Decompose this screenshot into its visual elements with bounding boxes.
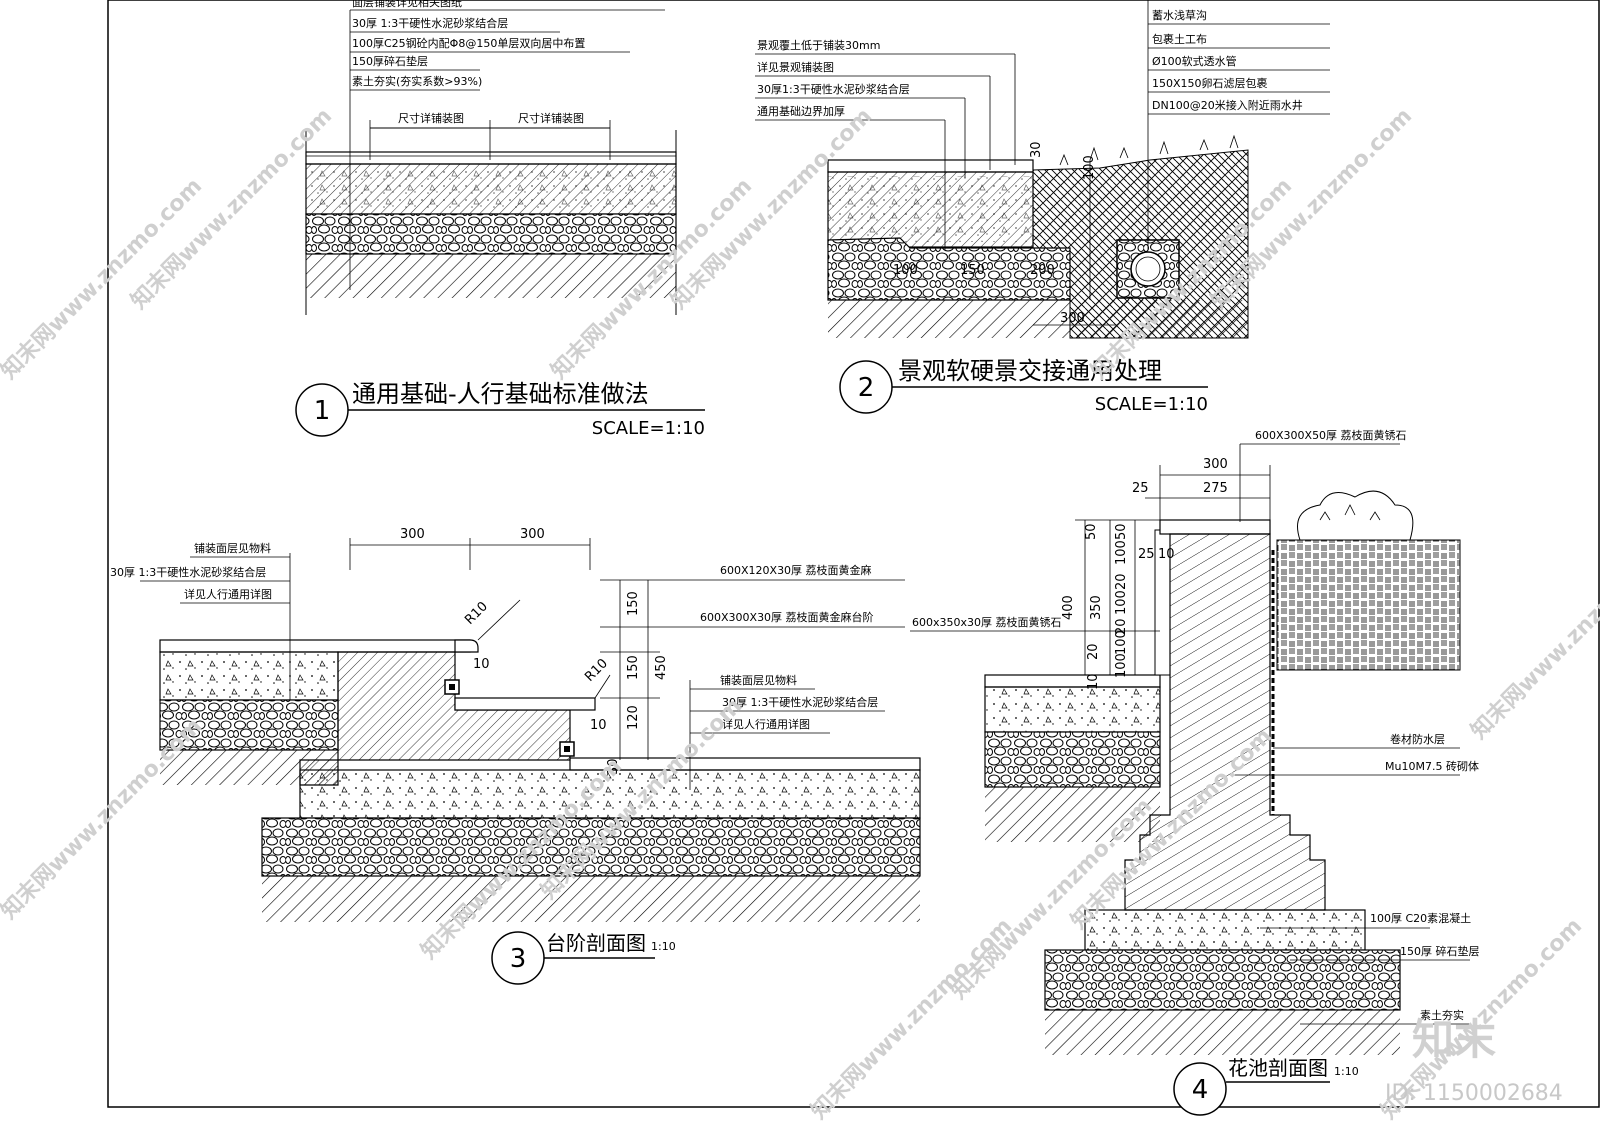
detail-2-section — [755, 0, 1330, 339]
d1-label-1: 30厚 1:3干硬性水泥砂浆结合层 — [352, 16, 508, 30]
d3-label-right-2: 详见人行通用详图 — [722, 717, 810, 731]
d3-label-right-0: 铺装面层见物料 — [720, 673, 797, 687]
d4-label-2: 卷材防水层 — [1390, 732, 1445, 746]
d4-dim-16: 10 — [1158, 547, 1175, 562]
watermark-brand: 知末 — [1412, 1015, 1496, 1064]
d3-label-right-1: 30厚 1:3干硬性水泥砂浆结合层 — [722, 695, 878, 709]
d1-label-0: 面层铺装详见相关图纸 — [352, 0, 462, 9]
d1-label-4: 素土夯实(夯实系数>93%) — [352, 74, 482, 88]
d4-dim-3: 50 — [1084, 523, 1099, 540]
d2-title: 景观软硬景交接通用处理 — [898, 357, 1162, 385]
d1-dim-0: 尺寸详铺装图 — [398, 111, 464, 125]
watermark-id: ID: 1150002684 — [1385, 1081, 1563, 1106]
d4-scale: 1:10 — [1334, 1065, 1359, 1078]
d4-dim-10: 20 — [1114, 618, 1129, 635]
d2-dim-1: 300 — [1060, 311, 1085, 326]
d2-label-left-3: 通用基础边界加厚 — [757, 105, 845, 118]
d1-title: 通用基础-人行基础标准做法 — [352, 380, 649, 408]
d1-number: 1 — [314, 396, 331, 426]
d4-dim-6: 50 — [1114, 523, 1129, 540]
d4-dim-2: 275 — [1203, 481, 1228, 496]
d2-dim-4: 200 — [1030, 263, 1055, 278]
d1-label-3: 150厚碎石垫层 — [352, 54, 428, 68]
detail-4-section — [910, 443, 1470, 1055]
d1-scale: SCALE=1:10 — [592, 418, 705, 439]
d3-dim-8: 10 — [473, 657, 490, 672]
d4-label-0: 600X300X50厚 荔枝面黄锈石 — [1255, 428, 1407, 442]
d4-dim-13: 100 — [1114, 653, 1129, 678]
d2-dim-2: 100 — [893, 263, 918, 278]
d2-label-left-2: 30厚1:3干硬性水泥砂浆结合层 — [757, 82, 910, 96]
d3-label-left-2: 详见人行通用详图 — [184, 587, 272, 601]
d3-dim-0: 300 — [400, 527, 425, 542]
d3-scale: 1:10 — [651, 940, 676, 953]
d2-scale: SCALE=1:10 — [1095, 394, 1208, 415]
watermark-text-13: 知末网www.znzmo.com — [1466, 533, 1600, 744]
d2-label-right-3: 150X150卵石滤层包裹 — [1152, 76, 1268, 90]
d3-dim-6: 120 — [626, 705, 641, 730]
d3-number: 3 — [510, 944, 527, 974]
d3-title: 台阶剖面图 — [546, 931, 646, 955]
d4-label-6: 素土夯实 — [1420, 1008, 1464, 1022]
d4-dim-5: 350 — [1089, 595, 1104, 620]
d2-label-left-0: 景观覆土低于铺装30mm — [757, 39, 880, 52]
d4-label-3: Mu10M7.5 砖砌体 — [1385, 759, 1479, 773]
d4-dim-14: 10 — [1086, 673, 1101, 690]
d3-label-top-0: 600X120X30厚 荔枝面黄金麻 — [720, 563, 872, 577]
d4-dim-12: 20 — [1086, 643, 1101, 660]
d1-label-2: 100厚C25钢砼内配Φ8@150单层双向居中布置 — [352, 36, 585, 50]
d3-label-left-1: 30厚 1:3干硬性水泥砂浆结合层 — [110, 565, 266, 579]
d3-dim-1: 300 — [520, 527, 545, 542]
d4-dim-8: 20 — [1114, 573, 1129, 590]
watermark-text-6: 知末网www.znzmo.com — [0, 713, 207, 924]
d3-label-left-0: 铺装面层见物料 — [194, 541, 271, 555]
d4-label-5: 150厚 碎石垫层 — [1400, 944, 1480, 958]
d4-dim-4: 400 — [1061, 595, 1076, 620]
d2-label-right-2: Ø100软式透水管 — [1152, 54, 1237, 68]
d2-dim-0: 30 — [1029, 141, 1044, 158]
d4-dim-15: 25 — [1138, 547, 1155, 562]
d2-label-right-4: DN100@20米接入附近雨水井 — [1152, 98, 1303, 112]
detail-1-section — [305, 9, 677, 315]
d2-dim-5: 100 — [1082, 155, 1097, 180]
d4-dim-9: 100 — [1114, 590, 1129, 615]
d4-dim-7: 100 — [1114, 540, 1129, 565]
d2-dim-3: 150 — [960, 263, 985, 278]
d4-dim-1: 25 — [1132, 481, 1149, 496]
d4-label-4: 100厚 C20素混凝土 — [1370, 911, 1471, 925]
d2-label-right-0: 蓄水浅草沟 — [1152, 9, 1207, 22]
d3-dim-10: 30 — [606, 758, 621, 775]
d4-title: 花池剖面图 — [1228, 1056, 1328, 1080]
d4-dim-0: 300 — [1203, 457, 1228, 472]
d3-dim-2: R10 — [462, 599, 491, 628]
d1-dim-1: 尺寸详铺装图 — [518, 111, 584, 125]
d3-dim-9: 10 — [590, 718, 607, 733]
d3-dim-4: 150 — [626, 591, 641, 616]
d4-dim-11: 100 — [1114, 630, 1129, 655]
d3-dim-7: 450 — [654, 655, 669, 680]
d2-number: 2 — [858, 373, 875, 403]
detail-3-section — [140, 538, 921, 922]
d4-number-circle — [1173, 1062, 1227, 1116]
d2-label-right-1: 包裹土工布 — [1152, 32, 1207, 46]
d4-number: 4 — [1192, 1075, 1209, 1105]
d2-label-left-1: 详见景观铺装图 — [757, 60, 834, 74]
d3-label-top-1: 600X300X30厚 荔枝面黄金麻台阶 — [700, 610, 874, 624]
watermark-text-11: 知末网www.znzmo.com — [806, 913, 1017, 1124]
d3-dim-5: 150 — [626, 655, 641, 680]
drawing-border — [107, 0, 1600, 1108]
d4-label-1: 600x350x30厚 荔枝面黄锈石 — [912, 615, 1062, 629]
